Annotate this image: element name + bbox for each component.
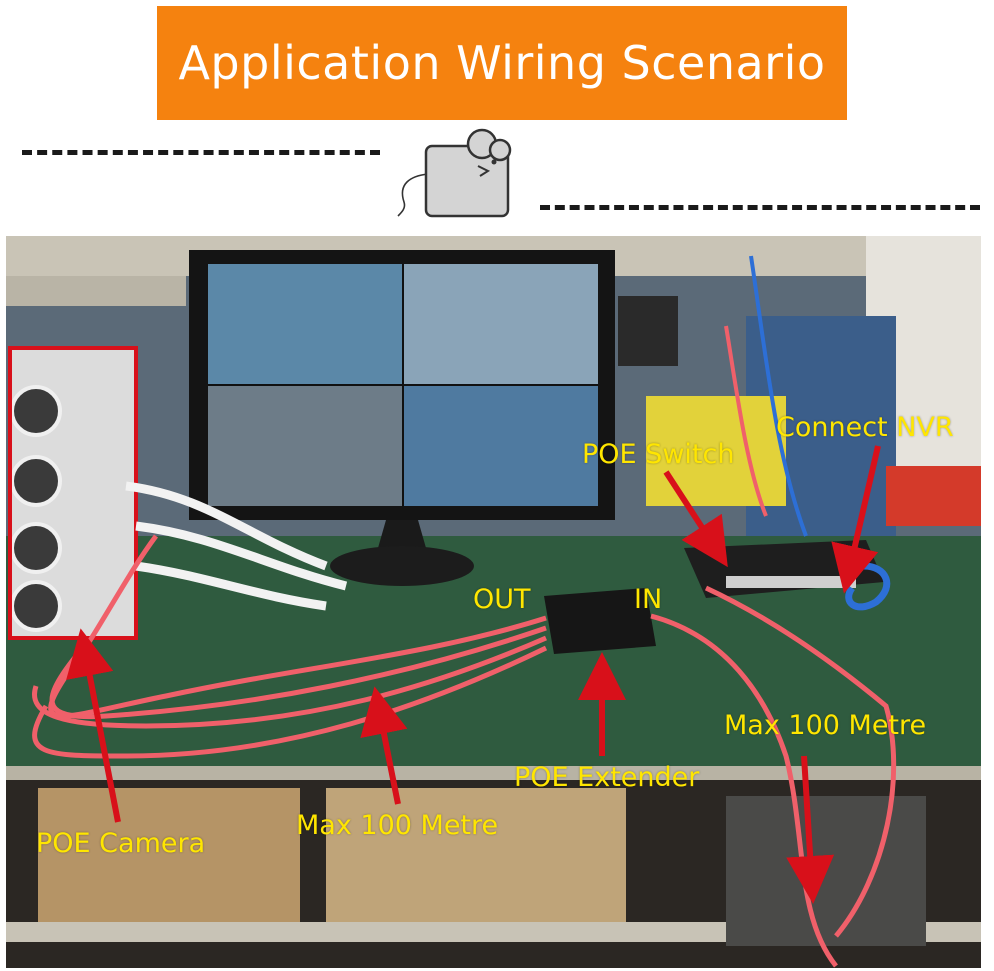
- label-max-100-metre-right: Max 100 Metre: [724, 710, 927, 741]
- divider-left: [22, 150, 380, 155]
- cardboard-box: [326, 788, 626, 923]
- cardboard-box: [38, 788, 300, 923]
- workbench-surface: [6, 536, 981, 776]
- label-poe-switch: POE Switch: [582, 439, 735, 470]
- divider-right: [540, 205, 980, 210]
- label-in: IN: [634, 584, 663, 615]
- label-poe-camera: POE Camera: [36, 828, 206, 859]
- poe-extender: [544, 588, 656, 654]
- annotation-arrows: [66, 445, 881, 904]
- wiring-photo: POE Switch Connect NVR OUT IN Max 100 Me…: [6, 236, 981, 968]
- label-connect-nvr: Connect NVR: [776, 412, 954, 443]
- label-out: OUT: [473, 584, 531, 615]
- banner-title: Application Wiring Scenario: [178, 36, 826, 90]
- title-banner: Application Wiring Scenario: [157, 6, 847, 120]
- label-poe-extender: POE Extender: [514, 762, 700, 793]
- mouse-icon: [396, 124, 514, 220]
- label-max-100-metre-left: Max 100 Metre: [296, 810, 499, 841]
